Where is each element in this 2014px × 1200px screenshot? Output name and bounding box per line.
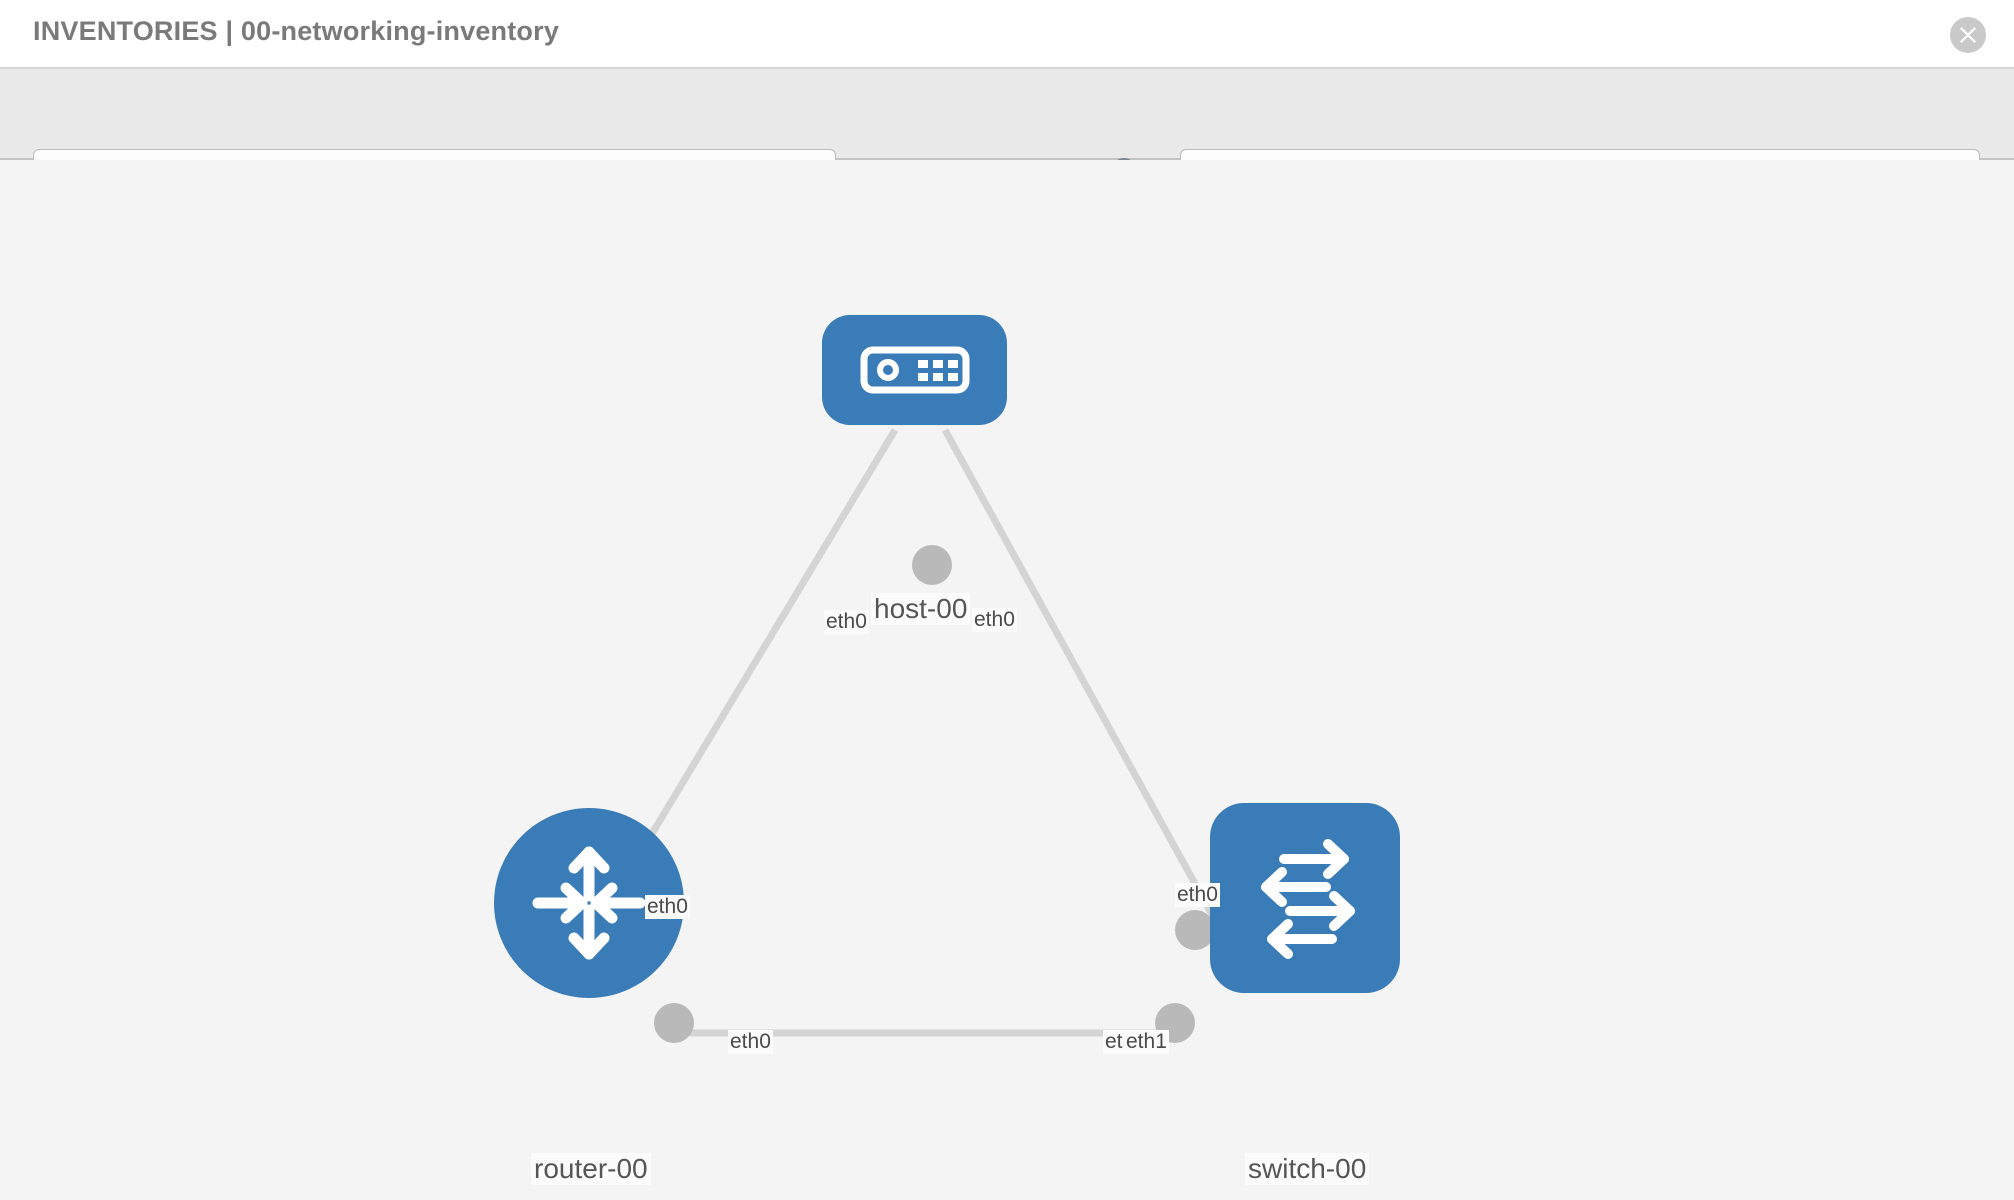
topology-canvas[interactable]: eth0eth0eth0eth0eth0eth0eth1host-00route… xyxy=(0,160,2014,1200)
edge-interface-label: eth1 xyxy=(1124,1030,1169,1054)
node-switch-00[interactable] xyxy=(1210,803,1400,993)
edge-interface-label: eth0 xyxy=(1175,883,1220,907)
interface-port-dot[interactable] xyxy=(912,545,952,585)
node-name-label: host-00 xyxy=(871,593,971,625)
edge-layer xyxy=(597,428,1219,1037)
interface-port-dot[interactable] xyxy=(654,1003,694,1043)
edge-interface-label: eth0 xyxy=(645,895,690,919)
topology-graph: eth0eth0eth0eth0eth0eth0eth1host-00route… xyxy=(0,160,2014,1200)
server-icon xyxy=(860,346,969,394)
node-name-label: router-00 xyxy=(531,1153,651,1185)
edge-interface-label: eth0 xyxy=(824,610,869,634)
page-title: INVENTORIES | 00-networking-inventory xyxy=(33,16,560,46)
page-header: INVENTORIES | 00-networking-inventory xyxy=(0,0,2014,69)
switch-arrows-icon xyxy=(1261,839,1355,959)
switch-node-shape[interactable] xyxy=(1210,803,1400,993)
edge-interface-label: eth0 xyxy=(972,608,1017,632)
node-host-00[interactable] xyxy=(822,315,1007,425)
router-arrows-icon xyxy=(532,846,646,960)
close-icon[interactable] xyxy=(1950,17,1986,53)
edge-interface-label: eth0 xyxy=(728,1030,773,1054)
host-node-shape[interactable] xyxy=(822,315,1007,425)
interface-port-dot[interactable] xyxy=(1175,910,1215,950)
node-name-label: switch-00 xyxy=(1245,1153,1370,1185)
toolbar: ACTIONS SEARCH xyxy=(0,69,2014,205)
